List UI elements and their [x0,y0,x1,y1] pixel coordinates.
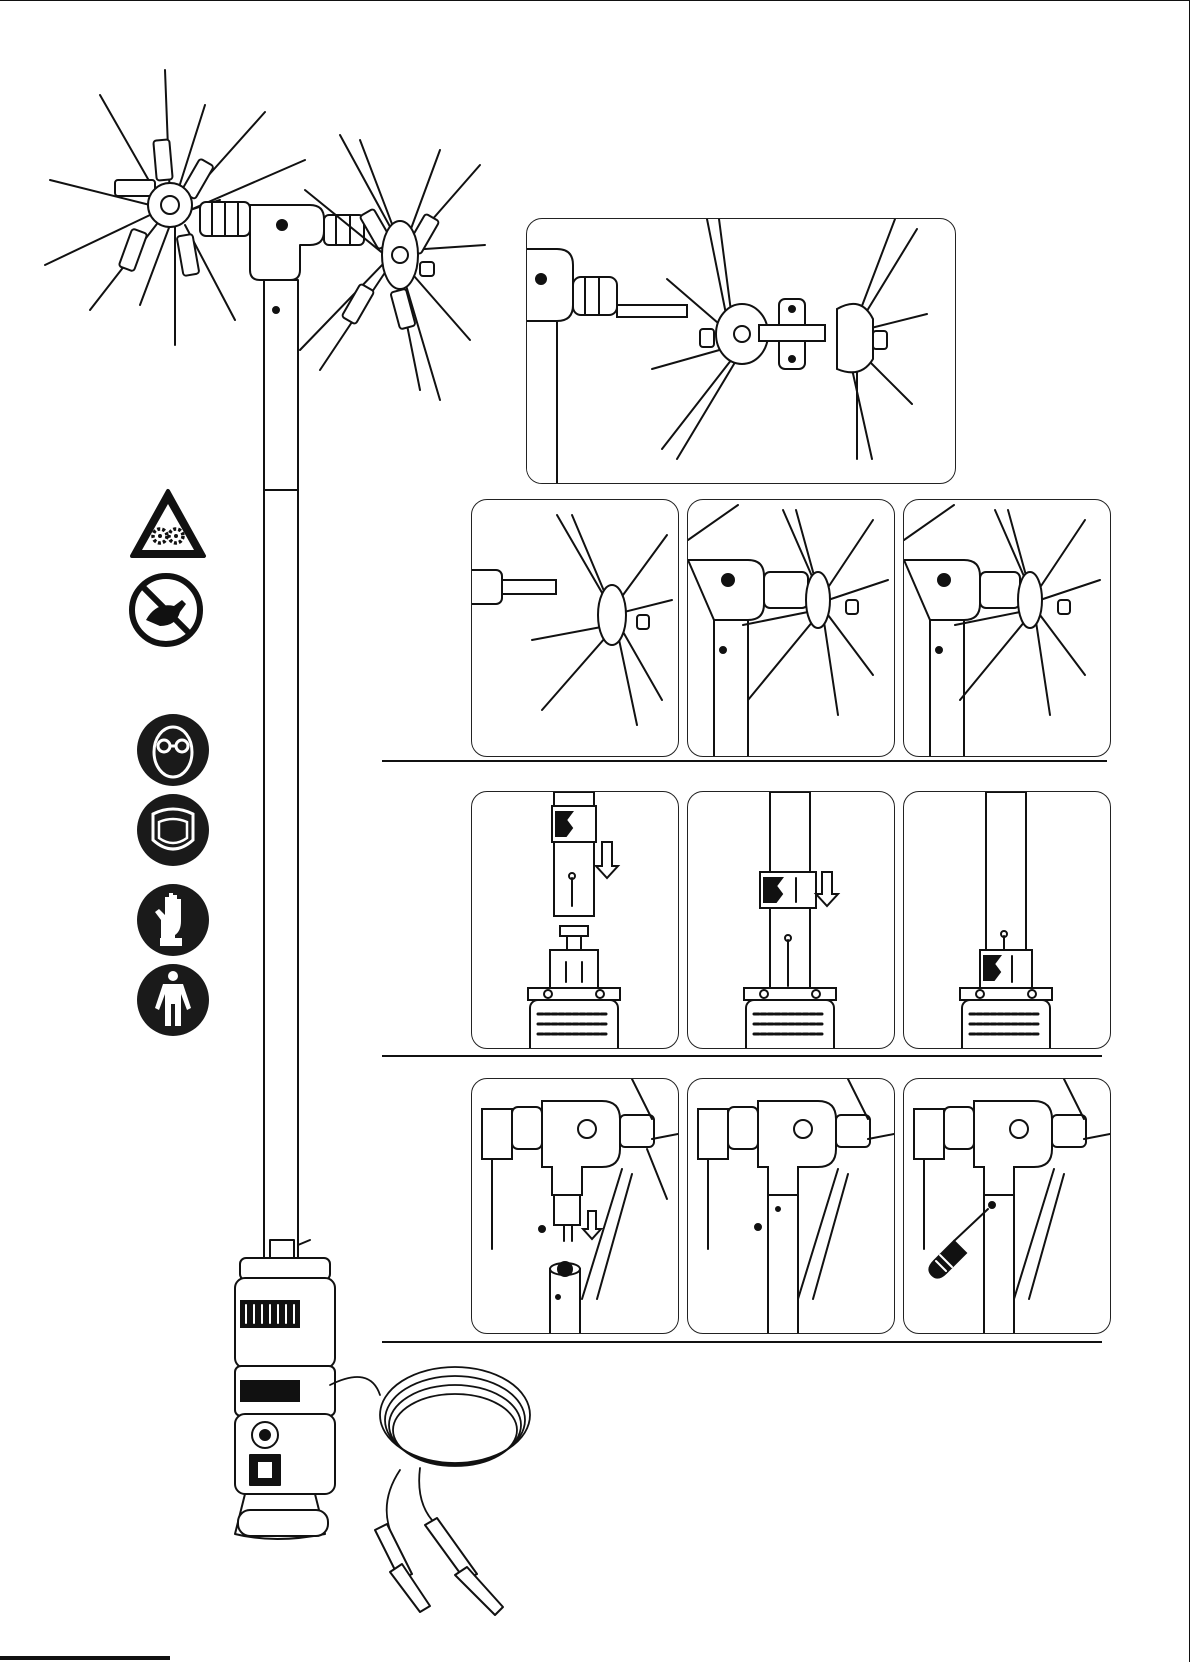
brush-head-right [300,135,485,400]
exploded-brush-hub-right [837,219,927,459]
panel-brush-head-join-b [687,499,895,757]
wear-safety-glasses-icon [133,710,213,790]
step-divider-2 [382,760,1107,762]
screwdriver [929,1209,988,1278]
panel-exploded-brush-head-assembly [526,218,956,484]
rotating-parts-warning-icon [128,486,208,566]
panel-brush-head-join-c [903,499,1111,757]
panel-insert-shaft-into-head [471,1078,679,1334]
t-joint-coupling [200,202,364,280]
panel-tighten-screw [903,1078,1111,1334]
no-hand-contact-prohibition-icon [126,570,206,650]
step-divider-4 [382,1341,1102,1343]
panel-brush-head-join-a [471,499,679,757]
wear-face-shield-icon [133,790,213,870]
extension-shaft [264,280,310,1260]
panel-head-seated-on-shaft [687,1078,895,1334]
step-divider-3 [382,1055,1102,1057]
drill-motor-unit [235,1258,335,1539]
battery-clamps [375,1518,503,1615]
footer-rule [0,1656,170,1660]
panel-clamp-slide-down [687,791,895,1049]
panel-clamp-seated [903,791,1111,1049]
exploded-brush-hub-left [652,219,768,459]
panel-clamp-lower-onto-motor [471,791,679,1049]
wear-gloves-icon [133,880,213,960]
power-cable-coil [330,1367,530,1530]
exploded-brush-plate [759,299,825,369]
wear-coveralls-icon [133,960,213,1040]
